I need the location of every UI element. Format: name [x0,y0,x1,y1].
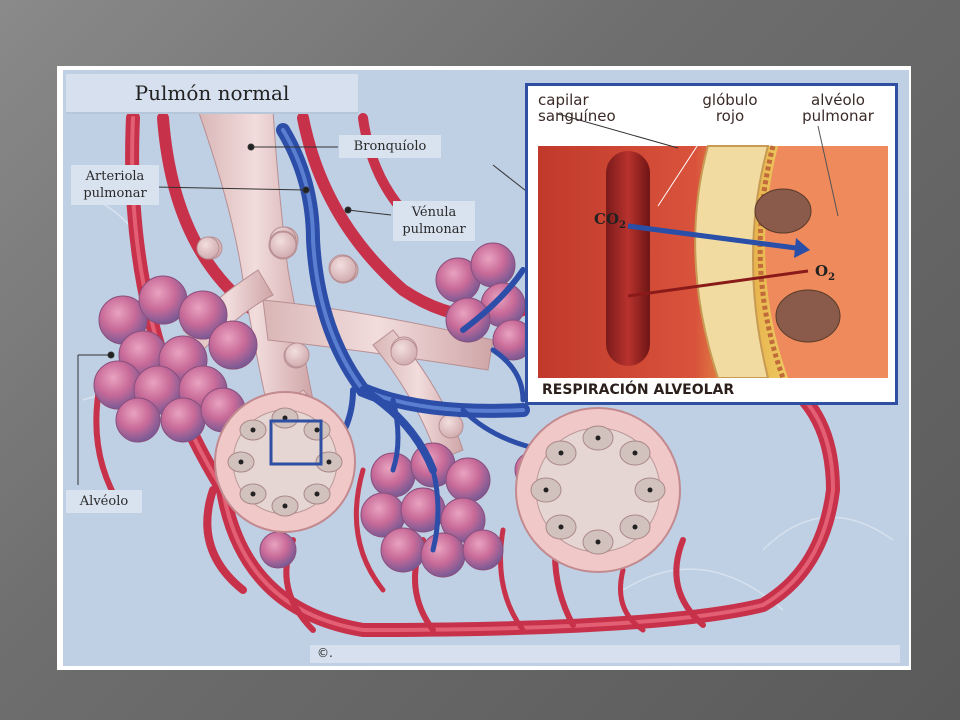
alveolar-respiration-inset: capilar sanguíneo glóbulo rojo alvéolo p… [525,83,898,405]
copyright-text: ©. [317,646,333,660]
inset-illustration [538,113,888,402]
label-globulo-rojo: glóbulo rojo [702,91,758,125]
alveolus-cross-section-left [214,391,356,533]
zoom-highlight-box [269,419,323,466]
inset-caption: RESPIRACIÓN ALVEOLAR [542,382,735,398]
label-arteriola-pulmonar: Arteriola pulmonar [71,165,159,205]
page-title: Pulmón normal [66,74,358,114]
label-venula-pulmonar: Vénula pulmonar [393,201,475,241]
label-alveolo: Alvéolo [66,490,142,513]
label-capilar-sanguineo: capilar sanguíneo [538,91,616,125]
footer-bar [310,645,900,663]
lung-diagram [72,109,894,638]
alveolar-clusters-top [435,242,534,361]
alveolar-clusters-left [93,275,258,443]
alveolus-cross-section-right [515,407,681,573]
label-o2: O2 [815,262,836,283]
label-co2: CO2 [594,210,626,231]
label-bronquiolo: Bronquíolo [339,135,441,158]
label-alveolo-pulmonar: alvéolo pulmonar [802,91,874,125]
